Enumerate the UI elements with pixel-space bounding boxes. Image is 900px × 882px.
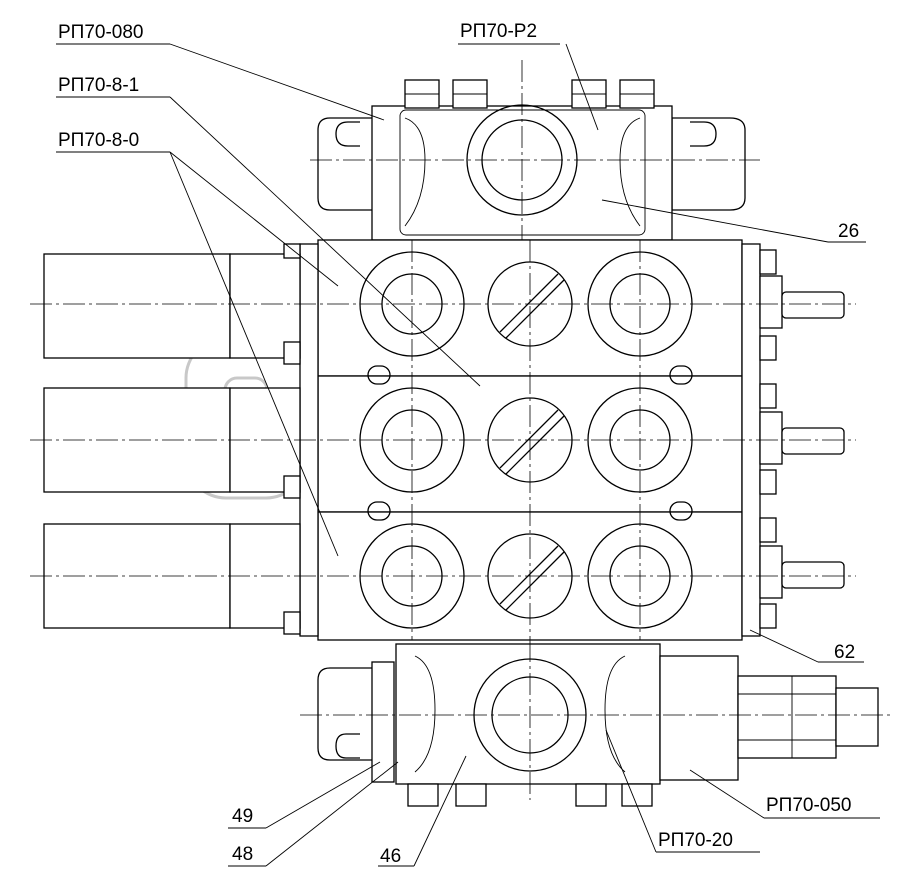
label-rp70-050: РП70-050: [766, 795, 852, 816]
label-rp70-080: РП70-080: [58, 22, 144, 43]
label-rp70-8-0: РП70-8-0: [58, 130, 139, 151]
leader-lines: [56, 43, 880, 867]
bottom-end-cover: [300, 640, 890, 807]
top-end-cover: [310, 60, 760, 242]
label-48: 48: [232, 844, 253, 865]
label-49: 49: [232, 806, 253, 827]
label-rp70-p2: РП70-Р2: [460, 21, 537, 42]
label-rp70-8-1: РП70-8-1: [58, 75, 139, 96]
label-46: 46: [380, 846, 401, 867]
label-rp70-20: РП70-20: [658, 830, 733, 851]
label-26: 26: [838, 221, 859, 242]
valve-sections: [30, 239, 856, 641]
label-62: 62: [834, 642, 855, 663]
